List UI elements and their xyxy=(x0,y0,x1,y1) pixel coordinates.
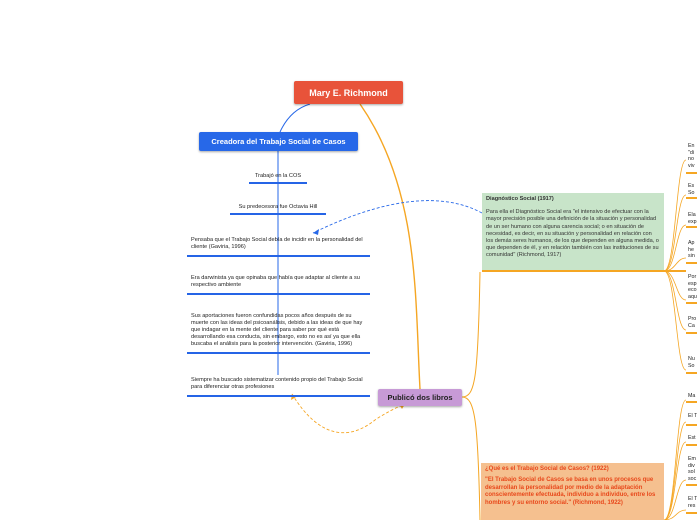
book1-child[interactable]: Pro Ca xyxy=(688,316,697,329)
book1-child[interactable]: Nu So xyxy=(688,356,695,369)
book2-child[interactable]: El T res xyxy=(688,496,697,509)
book1-child[interactable]: Ap he sin xyxy=(688,240,695,260)
book2-child[interactable]: Ma xyxy=(688,393,696,399)
book1-child[interactable]: Ela exp xyxy=(688,212,697,225)
creator-item-personality[interactable]: Pensaba que el Trabajo Social debía de i… xyxy=(187,237,370,257)
book-body: Para ella el Diagnóstico Social era "el … xyxy=(486,209,659,259)
book-title: ¿Qué es el Trabajo Social de Casos? (192… xyxy=(485,466,609,472)
book1-child[interactable]: En "di no viv xyxy=(688,143,695,169)
creator-item-darwinist[interactable]: Era darwinista ya que opinaba que había … xyxy=(187,275,370,295)
book-title: Diagnóstico Social (1917) xyxy=(486,196,554,202)
creator-node[interactable]: Creadora del Trabajo Social de Casos xyxy=(199,132,358,151)
book-body: "El Trabajo Social de Casos se basa en u… xyxy=(485,477,656,506)
creator-item-cos[interactable]: Trabajó en la COS xyxy=(249,173,307,184)
book-que-es-trabajo-social[interactable]: ¿Qué es el Trabajo Social de Casos? (192… xyxy=(481,463,664,520)
book1-child[interactable]: Es So xyxy=(688,183,695,196)
creator-item-predecessor[interactable]: Su predecesora fue Octavia Hill xyxy=(230,204,326,215)
root-node[interactable]: Mary E. Richmond xyxy=(294,81,403,104)
creator-item-systematize[interactable]: Siempre ha buscado sistematizar contenid… xyxy=(187,377,370,397)
books-node[interactable]: Publicó dos libros xyxy=(378,389,462,406)
book2-child[interactable]: El T xyxy=(688,413,697,419)
book-diagnostico-social[interactable]: Diagnóstico Social (1917) Para ella el D… xyxy=(482,193,664,271)
book2-child[interactable]: Est xyxy=(688,435,696,441)
book1-underline xyxy=(482,270,686,272)
book1-child[interactable]: Por esp eco aqu xyxy=(688,274,697,300)
book2-child[interactable]: Em div sol soc xyxy=(688,456,697,482)
creator-item-contributions[interactable]: Sus aportaciones fueron confundidas poco… xyxy=(187,313,370,354)
